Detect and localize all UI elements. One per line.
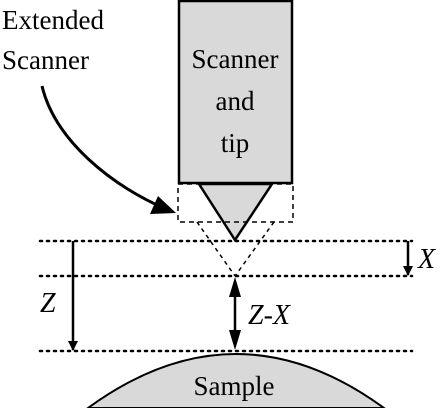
z-label: Z xyxy=(40,288,56,319)
extended-scanner-pointer xyxy=(40,85,169,212)
z-minus-x-arrowhead-up xyxy=(229,277,241,297)
extended-tip-left xyxy=(196,221,236,277)
extended-scanner-pointer-head xyxy=(150,196,176,214)
z-minus-x-arrowhead-down xyxy=(229,330,241,350)
scanner-tip xyxy=(196,182,275,243)
scanner-label-line1: Scanner xyxy=(192,44,279,74)
sample-shape xyxy=(86,353,386,408)
sample-label: Sample xyxy=(194,371,275,401)
scanner-label-line3: tip xyxy=(221,128,250,158)
extended-tip-right xyxy=(234,221,275,277)
scanner-label-line2: and xyxy=(216,86,255,116)
z-minus-x-label: Z-X xyxy=(248,300,291,331)
extended-scanner-label-line1: Extended xyxy=(2,5,104,35)
extended-scanner-label-line2: Scanner xyxy=(2,45,89,75)
x-label: X xyxy=(417,244,436,275)
extended-scanner-outline xyxy=(177,183,294,223)
scanner-body xyxy=(177,0,294,185)
